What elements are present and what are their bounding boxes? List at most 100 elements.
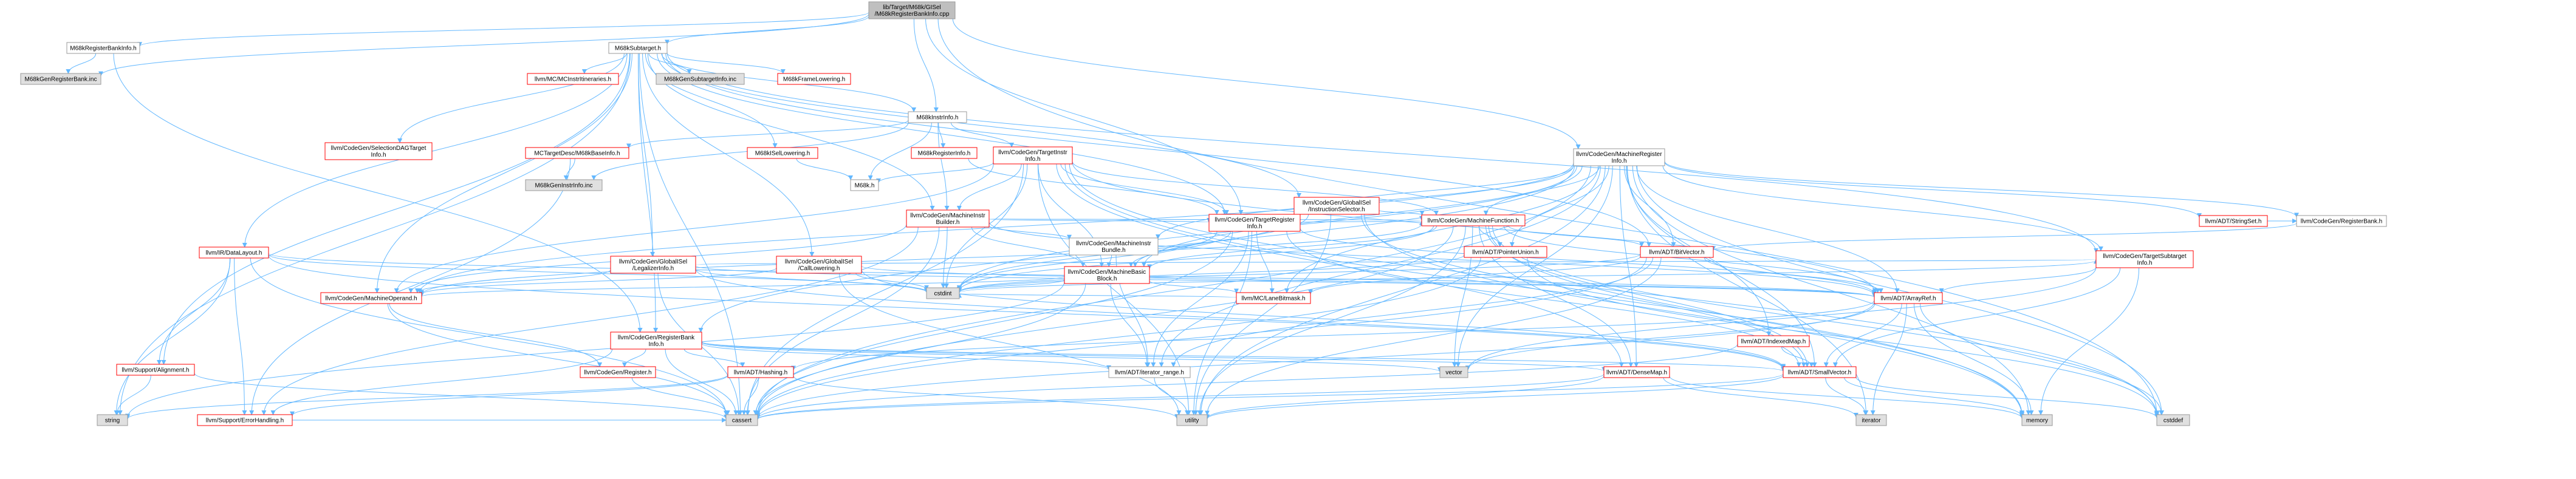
- edge-datalayout-to-cassert: [250, 257, 728, 416]
- node-box: [20, 73, 101, 85]
- nodes-layer: lib/Target/M68k/GISel/M68kRegisterBankIn…: [20, 1, 2387, 426]
- node-isel[interactable]: M68kISelLowering.h: [747, 147, 818, 159]
- node-mf[interactable]: llvm/CodeGen/MachineFunction.h: [1421, 214, 1526, 226]
- node-lanebit[interactable]: llvm/MC/LaneBitmask.h: [1236, 292, 1311, 304]
- node-ptrunion[interactable]: llvm/ADT/PointerUnion.h: [1464, 246, 1547, 258]
- node-hashing[interactable]: llvm/ADT/Hashing.h: [727, 366, 794, 378]
- node-box: [850, 179, 879, 191]
- edge-arrayref-to-smallvec: [1823, 303, 1902, 367]
- edge-calllow-to-arrayref: [861, 265, 1877, 298]
- node-memory: memory: [2021, 414, 2053, 426]
- node-strset[interactable]: llvm/ADT/StringSet.h: [2199, 215, 2268, 227]
- node-root[interactable]: lib/Target/M68k/GISel/M68kRegisterBankIn…: [868, 1, 956, 19]
- node-label: llvm/CodeGen/SelectionDAGTarget: [331, 145, 426, 152]
- edge-instrinfo-to-mib: [937, 122, 950, 211]
- node-rbinfo[interactable]: llvm/CodeGen/RegisterBankInfo.h: [610, 331, 702, 350]
- edge-mibundle-to-mbb: [1106, 254, 1112, 267]
- node-box: [1176, 414, 1208, 426]
- node-label: M68kRegisterInfo.h: [918, 151, 971, 157]
- node-legal[interactable]: llvm/CodeGen/GlobalISel/LegalizerInfo.h: [610, 256, 696, 274]
- edge-mib-to-cstdint: [940, 226, 948, 288]
- node-box: [1064, 266, 1150, 284]
- node-box: [1464, 246, 1547, 258]
- node-cgreg[interactable]: llvm/CodeGen/Register.h: [580, 366, 656, 378]
- node-reginfo[interactable]: M68kRegisterInfo.h: [911, 147, 978, 159]
- node-box: [993, 146, 1073, 165]
- node-smallvec[interactable]: llvm/ADT/SmallVector.h: [1783, 366, 1857, 378]
- node-subt[interactable]: M68kSubtarget.h: [608, 42, 668, 54]
- edge-mib-to-cassert: [745, 226, 940, 415]
- node-label: M68kGenSubtargetInfo.inc: [664, 76, 736, 83]
- edge-tsub-to-arrayref: [1939, 267, 2097, 293]
- node-box: [610, 331, 702, 350]
- edge-instrinfo-to-m68k: [868, 122, 932, 180]
- node-mcbase[interactable]: MCTargetDesc/M68kBaseInfo.h: [525, 147, 629, 159]
- edge-smallvec-to-utility: [1205, 375, 1784, 420]
- edge-mo-to-cgreg: [389, 303, 603, 367]
- node-label: llvm/CodeGen/GlobalISel: [619, 259, 687, 265]
- node-box: [525, 147, 629, 159]
- node-arrayref[interactable]: llvm/ADT/ArrayRef.h: [1874, 292, 1943, 304]
- node-cgrb[interactable]: llvm/CodeGen/RegisterBank.h: [2296, 215, 2387, 227]
- node-box: [525, 179, 603, 191]
- node-label: M68kGenRegisterBank.inc: [25, 76, 97, 83]
- edge-legal-to-cstdint: [695, 268, 929, 293]
- node-box: [608, 42, 668, 54]
- node-gisel[interactable]: llvm/CodeGen/GlobalISel/InstructionSelec…: [1293, 197, 1380, 215]
- node-label: Info.h: [2137, 260, 2152, 267]
- edge-mf-to-arrayref: [1503, 225, 1880, 293]
- node-label: M68kFrameLowering.h: [783, 76, 845, 83]
- node-gensub: M68kGenSubtargetInfo.inc: [656, 73, 745, 85]
- node-indexedmap[interactable]: llvm/ADT/IndexedMap.h: [1737, 335, 1810, 347]
- node-label: cassert: [732, 418, 752, 424]
- edge-root-to-cgtri: [925, 18, 1244, 215]
- node-errh[interactable]: llvm/Support/ErrorHandling.h: [197, 414, 293, 426]
- node-box: [580, 366, 656, 378]
- node-iterrange[interactable]: llvm/ADT/iterator_range.h: [1108, 366, 1191, 378]
- node-box: [747, 147, 818, 159]
- node-label: M68kGenInstrInfo.inc: [535, 183, 592, 189]
- node-box: [199, 246, 269, 259]
- edge-rbinfo-to-cgreg: [622, 348, 646, 367]
- node-box: [776, 256, 862, 274]
- edge-cgmri-to-densemap: [1619, 165, 1639, 367]
- edge-bitvec-to-iterrange: [1171, 257, 1654, 367]
- node-instrinfo[interactable]: M68kInstrInfo.h: [908, 111, 967, 123]
- node-label: utility: [1185, 418, 1199, 424]
- node-calllow[interactable]: llvm/CodeGen/GlobalISel/CallLowering.h: [776, 256, 862, 274]
- node-label: llvm/CodeGen/RegisterBank.h: [2301, 219, 2383, 225]
- node-label: llvm/CodeGen/MachineRegister: [1576, 151, 1662, 158]
- node-box: [1640, 246, 1714, 258]
- node-align[interactable]: llvm/Support/Alignment.h: [116, 364, 195, 376]
- edge-subt-to-rbinfo: [638, 53, 659, 333]
- node-m68k[interactable]: M68k.h: [850, 179, 879, 191]
- edge-mbb-to-mo: [419, 276, 1065, 297]
- node-label: Builder.h: [936, 219, 960, 226]
- node-datalayout[interactable]: llvm/IR/DataLayout.h: [199, 246, 269, 259]
- edge-cgmri-to-smallvec: [1626, 165, 1817, 367]
- node-frame[interactable]: M68kFrameLowering.h: [777, 73, 851, 85]
- node-rbi[interactable]: M68kRegisterBankInfo.h: [66, 42, 140, 54]
- edge-cgmri-to-cassert: [755, 165, 1591, 416]
- node-geninstr: M68kGenInstrInfo.inc: [525, 179, 603, 191]
- node-densemap[interactable]: llvm/ADT/DenseMap.h: [1603, 366, 1670, 378]
- edge-tii-to-cgtri: [1060, 163, 1229, 215]
- node-mcinstr[interactable]: llvm/MC/MCInstrItineraries.h: [527, 73, 619, 85]
- edge-cgtri-to-mf: [1300, 220, 1423, 226]
- node-mo[interactable]: llvm/CodeGen/MachineOperand.h: [320, 292, 422, 304]
- node-cstdint: cstdint: [926, 287, 960, 299]
- edge-rbi-to-rbinfo: [113, 53, 643, 333]
- edge-mib-to-cgtri: [988, 217, 1211, 223]
- edge-datalayout-to-errh: [234, 257, 247, 415]
- node-cstddef: cstddef: [2156, 414, 2190, 426]
- node-box: [911, 147, 978, 159]
- node-bitvec[interactable]: llvm/ADT/BitVector.h: [1640, 246, 1714, 258]
